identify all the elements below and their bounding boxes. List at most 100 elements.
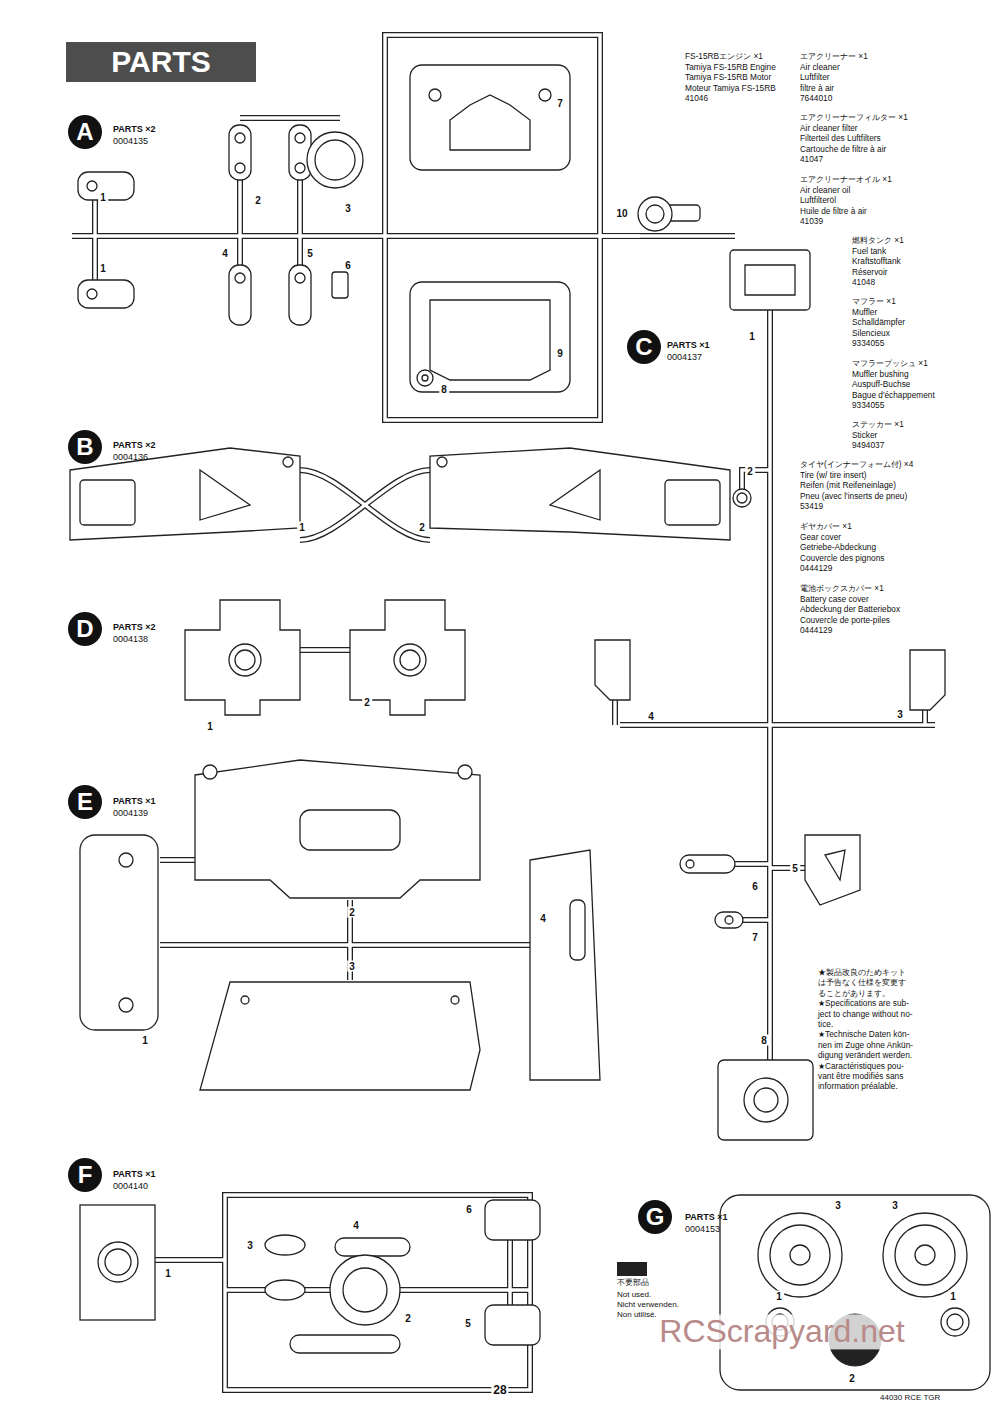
callout-number: 8 <box>759 1035 769 1046</box>
sprue-letter-circle: A <box>68 115 102 149</box>
callout-number: 6 <box>343 260 353 271</box>
sprue-letter-circle: F <box>68 1158 102 1192</box>
parts-text: Nicht verwenden. <box>617 1300 679 1309</box>
parts-text: PARTS ×1 <box>113 1169 156 1179</box>
parts-text: Luftfilteröl <box>800 196 836 206</box>
callout-number: 2 <box>847 1373 857 1384</box>
sprue-letter: F <box>78 1161 93 1189</box>
parts-text: 0004153 <box>685 1224 720 1234</box>
callout-number: 1 <box>98 263 108 274</box>
legend-swatch <box>617 1262 647 1276</box>
header-title: PARTS <box>111 45 210 79</box>
watermark: RCScrapyard.net <box>657 1314 906 1349</box>
parts-text: Tamiya FS-15RB Engine <box>685 63 776 73</box>
parts-text: Sticker <box>852 431 877 441</box>
callout-number: 1 <box>205 721 215 732</box>
parts-text: Pneu (avec l'inserts de pneu) <box>800 492 907 502</box>
parts-text: Silencieux <box>852 329 890 339</box>
parts-text: ★製品改良のためキット <box>818 968 906 978</box>
parts-text: Schalldämpfer <box>852 318 905 328</box>
parts-text: Moteur Tamiya FS-15RB <box>685 84 776 94</box>
callout-number: 1 <box>747 331 757 342</box>
parts-text: 0004137 <box>667 352 702 362</box>
callout-number: 1 <box>140 1035 150 1046</box>
parts-text: 0004136 <box>113 452 148 462</box>
sprue-letter: C <box>635 333 652 361</box>
callout-number: 7 <box>750 932 760 943</box>
parts-text: nen im Zuge ohne Ankün- <box>818 1041 913 1051</box>
parts-text: Huile de filtre à air <box>800 207 867 217</box>
parts-text: エアクリーナー ×1 <box>800 52 868 62</box>
callout-number: 2 <box>253 195 263 206</box>
parts-text: Auspuff-Buchse <box>852 380 910 390</box>
parts-text: マフラーブッシュ ×1 <box>852 359 928 369</box>
parts-text: Reifen (mit Reifeneinlage) <box>800 481 896 491</box>
parts-text: tice. <box>818 1020 833 1030</box>
callout-number: 3 <box>833 1200 843 1211</box>
callout-number: 28 <box>491 1384 508 1397</box>
parts-text: 0004139 <box>113 808 148 818</box>
sprue-letter: D <box>76 615 93 643</box>
parts-text: Réservoir <box>852 268 888 278</box>
callout-number: 2 <box>403 1313 413 1324</box>
parts-text: 9494037 <box>852 441 884 451</box>
parts-text: Getriebe-Abdeckung <box>800 543 876 553</box>
parts-text: Air cleaner <box>800 63 840 73</box>
parts-text: Battery case cover <box>800 595 869 605</box>
parts-text: 9334055 <box>852 339 884 349</box>
sprue-letter: E <box>77 788 93 816</box>
parts-text: ★Caractéristiques pou- <box>818 1062 904 1072</box>
callout-number: 1 <box>297 522 307 533</box>
parts-text: 44030 RCE TGR <box>880 1393 940 1402</box>
callout-number: 3 <box>245 1240 255 1251</box>
parts-text: Couvercle des pignons <box>800 554 884 564</box>
parts-text: Muffler bushing <box>852 370 909 380</box>
header-band: PARTS <box>66 42 256 82</box>
parts-text: 電池ボックスカバー ×1 <box>800 584 884 594</box>
callout-number: 4 <box>220 248 230 259</box>
parts-text: Cartouche de filtre à air <box>800 145 886 155</box>
callout-number: 3 <box>890 1200 900 1211</box>
callout-number: 2 <box>745 466 755 477</box>
parts-text: ject to change without no- <box>818 1010 913 1020</box>
parts-text: FS-15RBエンジン ×1 <box>685 52 763 62</box>
parts-text: Kraftstofftank <box>852 257 901 267</box>
parts-text: 0004138 <box>113 634 148 644</box>
callout-number: 5 <box>305 248 315 259</box>
callout-number: 1 <box>163 1268 173 1279</box>
sprue-letter: B <box>76 433 93 461</box>
parts-text: Not used. <box>617 1290 651 1299</box>
parts-text: ギヤカバー ×1 <box>800 522 852 532</box>
callout-number: 5 <box>463 1318 473 1329</box>
parts-text: 0004140 <box>113 1181 148 1191</box>
parts-text: Muffler <box>852 308 877 318</box>
parts-text: PARTS ×2 <box>113 622 156 632</box>
sprue-letter: G <box>646 1203 665 1231</box>
callout-number: 4 <box>351 1220 361 1231</box>
parts-text: 0004135 <box>113 136 148 146</box>
parts-text: vant être modifiés sans <box>818 1072 903 1082</box>
parts-text: マフラー ×1 <box>852 297 896 307</box>
parts-text: ★Technische Daten kön- <box>818 1030 909 1040</box>
parts-text: 燃料タンク ×1 <box>852 236 904 246</box>
parts-text: ることがあります。 <box>818 989 890 999</box>
parts-text: information préalable. <box>818 1082 898 1092</box>
parts-text: 7644010 <box>800 94 832 104</box>
callout-number: 2 <box>417 522 427 533</box>
parts-text: 41039 <box>800 217 823 227</box>
parts-text: PARTS ×1 <box>685 1212 728 1222</box>
callout-number: 7 <box>555 98 565 109</box>
parts-text: Gear cover <box>800 533 841 543</box>
callout-number: 9 <box>555 348 565 359</box>
parts-text: Couvercle de porte-piles <box>800 616 890 626</box>
callout-number: 1 <box>948 1291 958 1302</box>
callout-number: 1 <box>774 1291 784 1302</box>
parts-text: ステッカー ×1 <box>852 420 904 430</box>
parts-text: PARTS ×2 <box>113 440 156 450</box>
parts-text: Air cleaner oil <box>800 186 850 196</box>
parts-text: 0444129 <box>800 564 832 574</box>
callout-number: 2 <box>362 697 372 708</box>
parts-text: Tire (w/ tire insert) <box>800 471 867 481</box>
parts-text: は予告なく仕様を変更す <box>818 978 906 988</box>
